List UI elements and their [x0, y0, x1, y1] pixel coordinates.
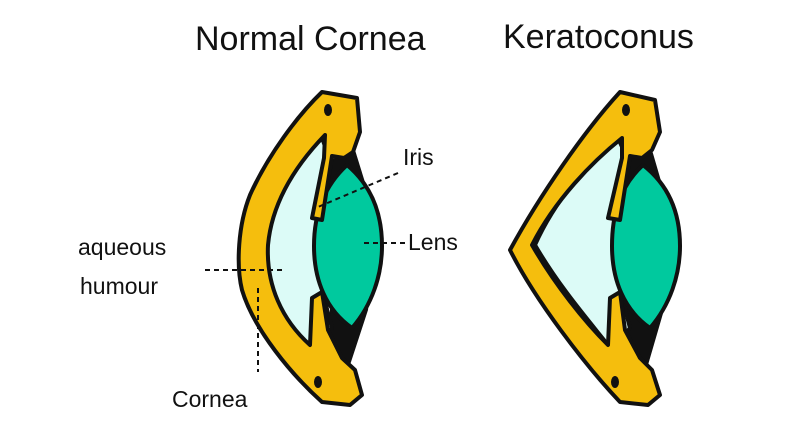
label-lens: Lens [408, 229, 458, 255]
iris-leader-line [317, 172, 399, 208]
label-humour: humour [80, 273, 158, 299]
keratoconus-eye [508, 90, 682, 407]
label-aqueous: aqueous [78, 234, 166, 260]
keratoconus-bottom-dot [611, 376, 619, 388]
normal-cornea-sclera [236, 90, 364, 407]
title-keratoconus: Keratoconus [503, 18, 694, 56]
keratoconus-cornea-sclera [508, 90, 662, 407]
normal-eye [236, 90, 384, 407]
label-cornea: Cornea [172, 386, 248, 412]
normal-top-dot [324, 104, 332, 116]
title-normal-cornea: Normal Cornea [195, 20, 426, 58]
keratoconus-top-dot [622, 104, 630, 116]
label-iris: Iris [403, 144, 434, 170]
normal-bottom-dot [314, 376, 322, 388]
